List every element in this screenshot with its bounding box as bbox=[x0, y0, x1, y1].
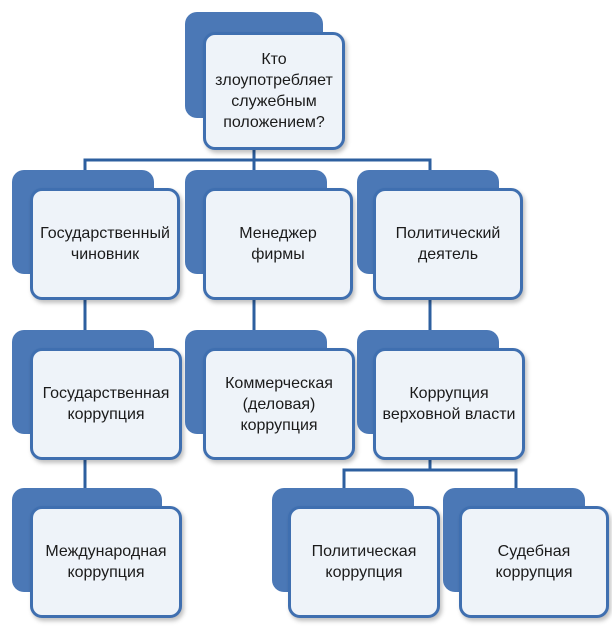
node-label-commercial-corruption: Коммерческая (деловая) коррупция bbox=[225, 374, 333, 434]
node-label-root: Кто злоупотребляет служебным положением? bbox=[215, 51, 333, 131]
node-card: Государственный чиновник bbox=[30, 188, 180, 300]
node-label-gov-corruption: Государственная коррупция bbox=[42, 385, 170, 423]
node-card: Коррупция верховной власти bbox=[373, 348, 525, 460]
node-label-judicial-corruption: Судебная коррупция bbox=[495, 543, 573, 581]
node-card: Менеджер фирмы bbox=[203, 188, 353, 300]
node-label-politician: Политический деятель bbox=[395, 225, 501, 263]
node-label-political-corruption: Политическая коррупция bbox=[311, 543, 417, 581]
node-card: Международная коррупция bbox=[30, 506, 182, 618]
node-card: Политическая коррупция bbox=[288, 506, 440, 618]
node-label-top-power-corruption: Коррупция верховной власти bbox=[382, 385, 516, 423]
node-label-gov-official: Государственный чиновник bbox=[40, 225, 170, 263]
node-card: Судебная коррупция bbox=[459, 506, 609, 618]
node-label-intl-corruption: Международная коррупция bbox=[45, 543, 167, 581]
node-card: Государственная коррупция bbox=[30, 348, 182, 460]
node-card: Коммерческая (деловая) коррупция bbox=[203, 348, 355, 460]
node-label-manager: Менеджер фирмы bbox=[239, 225, 317, 263]
node-card: Политический деятель bbox=[373, 188, 523, 300]
node-card: Кто злоупотребляет служебным положением? bbox=[203, 32, 345, 150]
